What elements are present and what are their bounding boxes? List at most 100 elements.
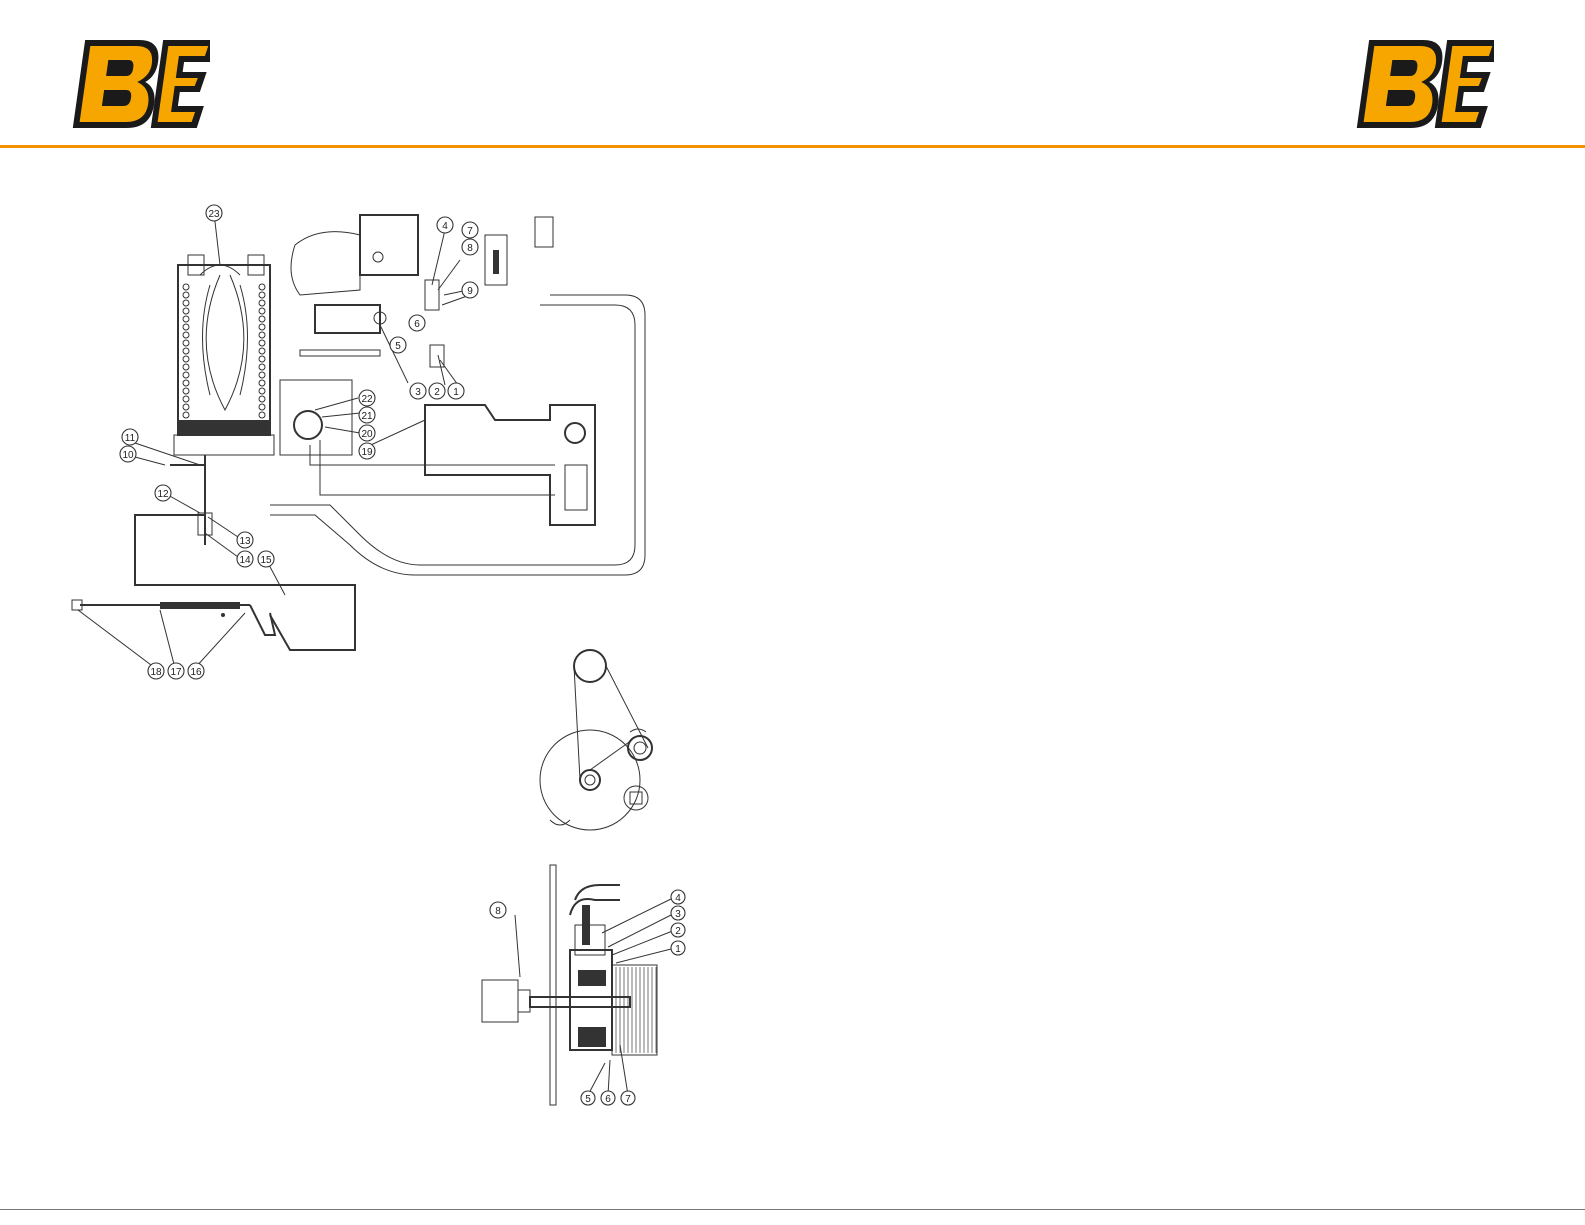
callout-20: 20 bbox=[359, 425, 375, 441]
callout-1: 1 bbox=[448, 383, 464, 399]
svg-text:12: 12 bbox=[157, 489, 169, 500]
callout-13: 13 bbox=[237, 532, 253, 548]
coil-turn bbox=[183, 332, 189, 338]
footer-rule bbox=[0, 1209, 1585, 1210]
swivel-callout-6: 6 bbox=[601, 1091, 615, 1105]
coil-turn bbox=[183, 308, 189, 314]
svg-text:3: 3 bbox=[675, 909, 681, 920]
callout-3: 3 bbox=[410, 383, 426, 399]
callout-21: 21 bbox=[359, 407, 375, 423]
svg-text:7: 7 bbox=[625, 1094, 631, 1105]
coil-turn bbox=[259, 308, 265, 314]
svg-text:18: 18 bbox=[150, 667, 162, 678]
coil-turn bbox=[183, 292, 189, 298]
svg-text:16: 16 bbox=[190, 667, 202, 678]
svg-text:23: 23 bbox=[208, 209, 220, 220]
coil-turn bbox=[259, 380, 265, 386]
svg-text:10: 10 bbox=[122, 450, 134, 461]
callout-4: 4 bbox=[437, 217, 453, 233]
coil-turn bbox=[259, 412, 265, 418]
svg-text:11: 11 bbox=[125, 433, 136, 444]
coil-turn bbox=[259, 364, 265, 370]
svg-text:7: 7 bbox=[467, 226, 473, 237]
svg-text:22: 22 bbox=[361, 394, 373, 405]
coil-turn bbox=[183, 316, 189, 322]
callout-11: 11 bbox=[122, 429, 138, 445]
coil-turn bbox=[259, 300, 265, 306]
coil-turn bbox=[259, 332, 265, 338]
callout-22: 22 bbox=[359, 390, 375, 406]
coil-turn bbox=[259, 292, 265, 298]
coil-turn bbox=[259, 284, 265, 290]
coil-turn bbox=[183, 348, 189, 354]
coil-turn bbox=[259, 316, 265, 322]
callout-16: 16 bbox=[188, 663, 204, 679]
svg-text:21: 21 bbox=[361, 411, 373, 422]
callout-18: 18 bbox=[148, 663, 164, 679]
swivel-callout-8: 8 bbox=[490, 902, 506, 918]
coil-turn bbox=[259, 356, 265, 362]
coil-heater bbox=[174, 255, 274, 455]
callout-12: 12 bbox=[155, 485, 171, 501]
svg-text:3: 3 bbox=[415, 387, 421, 398]
plumbing-diagram: 23 4 7 8 9 6 5 3 2 1 22 21 20 19 11 10 1… bbox=[60, 195, 660, 690]
coil-turn bbox=[259, 348, 265, 354]
coil-turn bbox=[259, 388, 265, 394]
callout-9: 9 bbox=[462, 282, 478, 298]
be-logo-left bbox=[68, 34, 210, 134]
svg-text:9: 9 bbox=[467, 286, 473, 297]
coil-turn bbox=[183, 324, 189, 330]
swivel-callout-3: 3 bbox=[671, 906, 685, 920]
svg-text:1: 1 bbox=[453, 387, 459, 398]
svg-text:17: 17 bbox=[170, 667, 182, 678]
svg-text:8: 8 bbox=[467, 243, 473, 254]
callout-19: 19 bbox=[359, 443, 375, 459]
callout-10: 10 bbox=[120, 446, 136, 462]
svg-text:19: 19 bbox=[361, 447, 373, 458]
svg-text:8: 8 bbox=[495, 906, 501, 917]
svg-text:2: 2 bbox=[675, 926, 681, 937]
svg-text:1: 1 bbox=[675, 944, 681, 955]
coil-turn bbox=[183, 356, 189, 362]
svg-text:6: 6 bbox=[605, 1094, 611, 1105]
swivel-section-diagram: 8 4 3 2 1 5 6 7 bbox=[470, 855, 690, 1115]
coil-turn bbox=[259, 372, 265, 378]
swivel-callout-1: 1 bbox=[671, 941, 685, 955]
coil-turn bbox=[259, 324, 265, 330]
coil-turn bbox=[183, 372, 189, 378]
coil-turn bbox=[183, 364, 189, 370]
svg-text:4: 4 bbox=[442, 221, 448, 232]
coil-turn bbox=[183, 404, 189, 410]
coil-turn bbox=[183, 388, 189, 394]
swivel-callout-7: 7 bbox=[621, 1091, 635, 1105]
coil-turn bbox=[183, 396, 189, 402]
svg-text:5: 5 bbox=[395, 341, 401, 352]
svg-text:5: 5 bbox=[585, 1094, 591, 1105]
belt-pulley-diagram bbox=[530, 640, 670, 835]
callout-2: 2 bbox=[429, 383, 445, 399]
svg-text:14: 14 bbox=[239, 555, 251, 566]
svg-text:13: 13 bbox=[239, 536, 251, 547]
svg-text:6: 6 bbox=[414, 319, 420, 330]
svg-text:2: 2 bbox=[434, 387, 440, 398]
callout-7: 7 bbox=[462, 222, 478, 238]
callout-15: 15 bbox=[258, 551, 274, 567]
header-rule bbox=[0, 145, 1585, 148]
callout-6: 6 bbox=[409, 315, 425, 331]
coil-turn bbox=[259, 404, 265, 410]
svg-text:20: 20 bbox=[361, 429, 373, 440]
coil-turn bbox=[259, 340, 265, 346]
swivel-callout-5: 5 bbox=[581, 1091, 595, 1105]
coil-turn bbox=[183, 284, 189, 290]
swivel-callout-2: 2 bbox=[671, 923, 685, 937]
fuel-tank bbox=[280, 380, 595, 525]
be-logo-right bbox=[1352, 34, 1494, 134]
coil-turn bbox=[183, 412, 189, 418]
hose-loops bbox=[72, 295, 645, 650]
swivel-callout-4: 4 bbox=[671, 890, 685, 904]
svg-text:15: 15 bbox=[260, 555, 272, 566]
callout-17: 17 bbox=[168, 663, 184, 679]
engine-pump bbox=[291, 215, 553, 367]
svg-text:4: 4 bbox=[675, 893, 681, 904]
coil-turn bbox=[183, 300, 189, 306]
